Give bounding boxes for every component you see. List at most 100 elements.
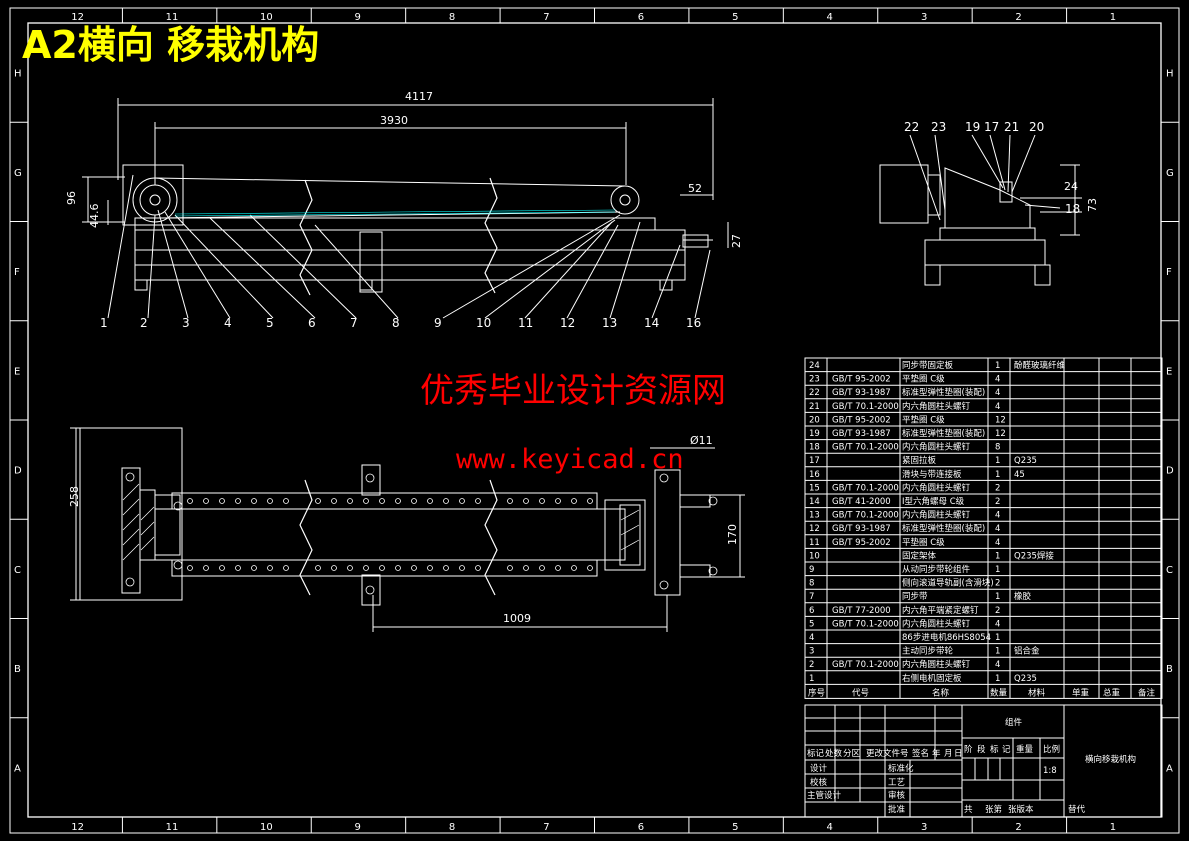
callout-front-3: 3 (182, 316, 190, 330)
bom-qty: 2 (995, 579, 1000, 589)
zone-right-D: D (1166, 466, 1174, 477)
bom-material: 45 (1014, 470, 1025, 480)
bom-code: GB/T 95-2002 (832, 375, 891, 385)
zone-left-F: F (14, 267, 20, 278)
bom-material: 橡胶 (1014, 591, 1032, 602)
zone-ticks (10, 8, 1179, 833)
bom-qty: 8 (995, 443, 1000, 453)
bom-code: GB/T 41-2000 (832, 497, 891, 507)
bom-no: 14 (809, 497, 820, 507)
zone-right-B: B (1166, 664, 1173, 675)
bom-name: 内六角圆柱头螺钉 (902, 618, 971, 629)
zone-top-8: 8 (449, 12, 455, 23)
bom-qty: 4 (995, 538, 1000, 548)
callout-side-22: 22 (904, 120, 919, 134)
front-view (82, 98, 729, 319)
callout-side-21: 21 (1004, 120, 1019, 134)
tb-rev-mark: 标记 (807, 748, 825, 759)
bom-no: 13 (809, 511, 820, 521)
tb-scale: 1:8 (1043, 766, 1057, 776)
zone-right-H: H (1166, 69, 1174, 80)
tb-stage-2: 段 (977, 744, 986, 755)
bom-no: 19 (809, 429, 820, 439)
zone-bottom-1: 1 (1110, 822, 1116, 833)
callout-front-10: 10 (476, 316, 491, 330)
bom-name: 滑块与带连接板 (902, 469, 962, 480)
tb-drawing-name: 横向移栽机构 (1085, 754, 1136, 765)
bom-no: 10 (809, 551, 820, 561)
bom-code: GB/T 93-1987 (832, 388, 891, 398)
bom-no: 3 (809, 647, 814, 657)
callout-front-7: 7 (350, 316, 358, 330)
dim-height-44-6: 44.6 (88, 204, 101, 229)
callout-side-20: 20 (1029, 120, 1044, 134)
callout-side-23: 23 (931, 120, 946, 134)
title-block-text: 组件 横向移栽机构 比例 1:8 重量 阶 段 标 记 标记 处数 分区 更改文… (807, 717, 1136, 815)
plan-hatch (122, 483, 640, 561)
zone-left-G: G (14, 168, 22, 179)
zone-right-F: F (1166, 267, 1172, 278)
bom-no: 11 (809, 538, 820, 548)
tb-stage-4: 记 (1002, 745, 1011, 755)
drawing-title: A2横向 移栽机构 (22, 23, 319, 67)
tb-replace: 替代 (1068, 804, 1086, 815)
callout-front-2: 2 (140, 316, 148, 330)
bom-no: 23 (809, 375, 820, 385)
bom-material: 铝合金 (1014, 646, 1040, 657)
zone-bottom-9: 9 (354, 822, 360, 833)
bom-header-material: 材料 (1028, 687, 1046, 698)
bom-name: 同步带 (902, 592, 928, 602)
bom-code: GB/T 77-2000 (832, 606, 891, 616)
bom-code: GB/T 93-1987 (832, 524, 891, 534)
tb-standard: 标准化 (888, 763, 914, 774)
zone-top-12: 12 (71, 12, 84, 23)
dim-height-96: 96 (65, 191, 78, 205)
callout-front-12: 12 (560, 316, 575, 330)
callout-front-1: 1 (100, 316, 108, 330)
bom-name: 内六角圆柱头螺钉 (902, 510, 971, 521)
bom-no: 12 (809, 524, 820, 534)
zone-top-1: 1 (1110, 12, 1116, 23)
tb-rev-count: 处数 (825, 748, 843, 759)
zone-top-10: 10 (260, 12, 273, 23)
callout-front-9: 9 (434, 316, 442, 330)
bom-name: 从动同步带轮组件 (902, 564, 971, 575)
bom-no: 7 (809, 592, 814, 602)
bom-qty: 1 (995, 674, 1000, 684)
zone-left-B: B (14, 664, 21, 675)
zone-bottom-7: 7 (543, 822, 549, 833)
callout-front-11: 11 (518, 316, 533, 330)
callout-side-17: 17 (984, 120, 999, 134)
dim-overall-length: 4117 (405, 90, 433, 103)
bom-header-no: 序号 (808, 687, 825, 698)
bom-no: 2 (809, 660, 814, 670)
tb-weight-label: 重量 (1016, 744, 1034, 755)
bom-qty: 1 (995, 633, 1000, 643)
tb-version: 张版本 (1008, 804, 1034, 815)
callout-front-4: 4 (224, 316, 232, 330)
bom-no: 24 (809, 361, 820, 371)
bom-no: 5 (809, 619, 814, 629)
bom-code: GB/T 70.1-2000 (832, 511, 899, 521)
zone-bottom-12: 12 (71, 822, 84, 833)
bom-name: 平垫圈 C级 (902, 414, 945, 425)
watermark-line2: www.keyicad.cn (456, 444, 684, 475)
zone-top-2: 2 (1015, 12, 1021, 23)
bom-qty: 2 (995, 497, 1000, 507)
callout-front-16: 16 (686, 316, 701, 330)
callout-front-13: 13 (602, 316, 617, 330)
bom-no: 16 (809, 470, 820, 480)
tb-rev-month: 月 (944, 749, 953, 759)
bom-code: GB/T 93-1987 (832, 429, 891, 439)
zone-top-6: 6 (638, 12, 644, 23)
bom-qty: 4 (995, 660, 1000, 670)
tb-rev-doc: 更改文件号 (866, 748, 909, 759)
bom-name: 内六角圆柱头螺钉 (902, 442, 971, 453)
bom-qty: 1 (995, 592, 1000, 602)
bom-no: 20 (809, 415, 820, 425)
bom-material: 酚醛玻璃纤维 (1014, 360, 1066, 371)
bom-name: I型六角螺母 C级 (902, 496, 965, 507)
bom-no: 18 (809, 443, 820, 453)
